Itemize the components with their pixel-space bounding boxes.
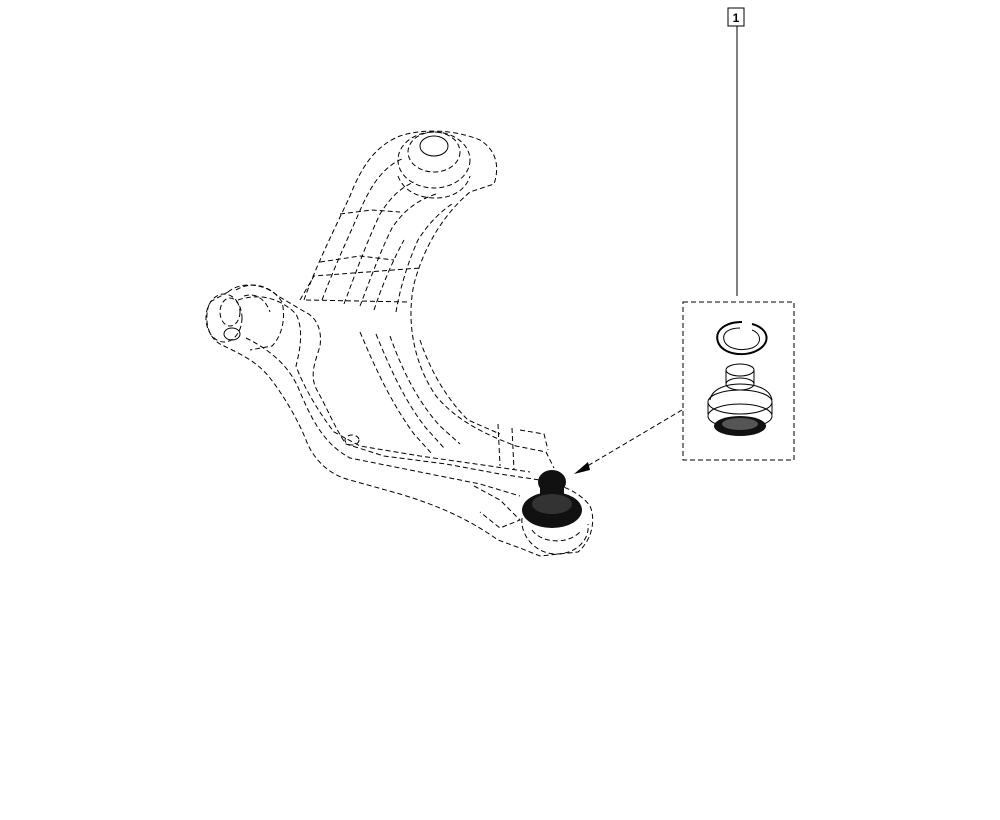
callout-label: 1: [733, 11, 740, 25]
ball-joint-part: [707, 363, 773, 436]
rear-bushing: [397, 131, 471, 199]
callout-1: 1: [727, 7, 745, 296]
circlip: [716, 321, 768, 356]
lower-control-arm: [206, 130, 594, 557]
detail-box: [682, 301, 795, 461]
callout-label-box: [727, 7, 745, 27]
installed-ball-joint: [521, 470, 589, 555]
detail-leader: [574, 409, 683, 474]
front-bushing: [205, 284, 285, 351]
